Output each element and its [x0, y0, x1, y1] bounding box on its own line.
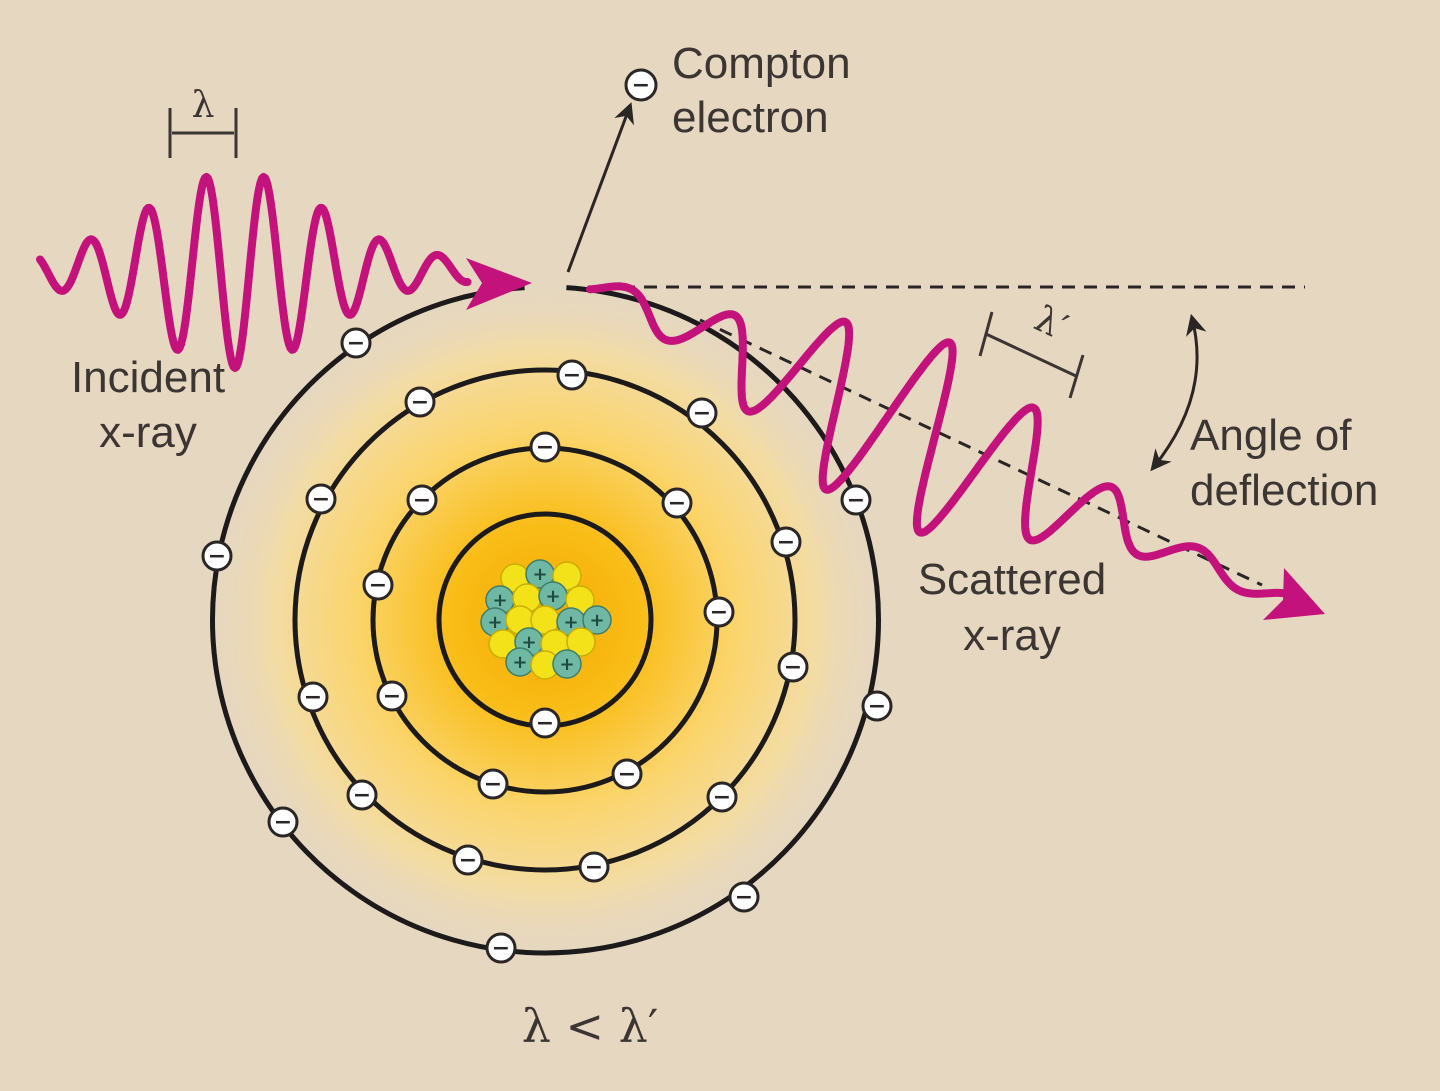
electron-shells — [210, 285, 881, 956]
svg-text:−: − — [693, 401, 711, 426]
electron: − — [485, 932, 517, 964]
compton-electron: − — [624, 68, 658, 102]
svg-text:−: − — [383, 684, 401, 709]
proton-sign: + — [512, 652, 527, 673]
proton-sign: + — [589, 610, 604, 631]
incident-arrowhead — [466, 258, 532, 310]
svg-text:−: − — [208, 544, 226, 569]
svg-text:−: − — [868, 694, 886, 719]
svg-text:−: − — [668, 491, 686, 516]
lambda-label: λ — [192, 85, 215, 126]
proton — [552, 649, 582, 679]
proton-sign: + — [559, 654, 574, 675]
electron: − — [406, 484, 438, 516]
electron: − — [861, 690, 893, 722]
electron: − — [556, 359, 588, 391]
svg-text:−: − — [411, 390, 429, 415]
electron: − — [340, 327, 372, 359]
electron: − — [703, 596, 735, 628]
electron: − — [376, 680, 408, 712]
electron: − — [452, 844, 484, 876]
proton-sign: + — [521, 632, 536, 653]
svg-text:−: − — [618, 762, 636, 787]
lambda-dimension-marker — [168, 108, 238, 158]
proton-sign: + — [492, 590, 507, 611]
electron: − — [201, 540, 233, 572]
svg-text:−: − — [585, 855, 603, 880]
electron: − — [706, 781, 738, 813]
compton-label-line2: electron — [672, 93, 829, 142]
proton-sign: + — [532, 564, 547, 585]
svg-text:−: − — [347, 331, 365, 356]
incident-label-line2: x-ray — [99, 408, 197, 457]
svg-text:−: − — [484, 772, 502, 797]
svg-text:−: − — [735, 885, 753, 910]
orbit-shell-3 — [292, 367, 798, 873]
neutron — [552, 561, 582, 591]
compton-electron-arrow — [566, 102, 634, 273]
electron: − — [770, 526, 802, 558]
svg-text:−: − — [563, 363, 581, 388]
angle-label-line1: Angle of — [1190, 411, 1352, 460]
electron: − — [477, 768, 509, 800]
svg-text:−: − — [304, 685, 322, 710]
scatter-direction-line — [699, 318, 1263, 587]
electron: − — [777, 651, 809, 683]
neutron — [566, 627, 596, 657]
incident-label-line1: Incident — [71, 353, 225, 402]
electron: − — [611, 758, 643, 790]
proton — [582, 605, 612, 635]
proton-sign: + — [545, 586, 560, 607]
electron: − — [297, 681, 329, 713]
electron: − — [661, 487, 693, 519]
electron: − — [404, 386, 436, 418]
nucleus: +++++++++ — [480, 559, 612, 680]
svg-text:−: − — [777, 530, 795, 555]
svg-text:−: − — [353, 783, 371, 808]
svg-text:−: − — [713, 785, 731, 810]
electrons: − − − − − − − − − − − − − − − − − − − − − − − − − − − — [201, 327, 893, 964]
electron: − — [267, 806, 299, 838]
svg-text:−: − — [369, 573, 387, 598]
electron: − — [686, 397, 718, 429]
svg-text:−: − — [312, 487, 330, 512]
svg-text:−: − — [459, 848, 477, 873]
orbit-shell-4 — [210, 285, 881, 956]
electron: − — [840, 484, 872, 516]
scattered-label-line2: x-ray — [963, 611, 1061, 660]
proton-sign: + — [487, 612, 502, 633]
compton-label-line1: Compton — [672, 39, 851, 88]
lambda-prime-label: λ′ — [1028, 298, 1073, 348]
electron: − — [529, 707, 561, 739]
svg-text:−: − — [274, 810, 292, 835]
deflection-angle-arc — [1150, 313, 1207, 472]
svg-text:−: − — [847, 488, 865, 513]
scattered-arrowhead — [1263, 568, 1325, 620]
scattered-xray-wave — [586, 282, 1290, 598]
svg-text:−: − — [536, 711, 554, 736]
electron: − — [362, 569, 394, 601]
proton-sign: + — [563, 612, 578, 633]
electron: − — [529, 431, 561, 463]
incident-xray-wave — [36, 173, 472, 372]
electron: − — [305, 483, 337, 515]
lambda-prime-dimension-marker — [978, 311, 1085, 399]
svg-text:−: − — [413, 488, 431, 513]
electron: − — [578, 851, 610, 883]
svg-text:−: − — [492, 936, 510, 961]
electron: − — [346, 779, 378, 811]
svg-text:−: − — [784, 655, 802, 680]
angle-label-line2: deflection — [1190, 466, 1378, 515]
svg-text:−: − — [710, 600, 728, 625]
scattered-label-line1: Scattered — [918, 555, 1106, 604]
wavelength-relation: λ < λ′ — [522, 999, 659, 1053]
electron: − — [728, 881, 760, 913]
compton-electron-sign: − — [632, 73, 650, 98]
svg-text:−: − — [536, 435, 554, 460]
